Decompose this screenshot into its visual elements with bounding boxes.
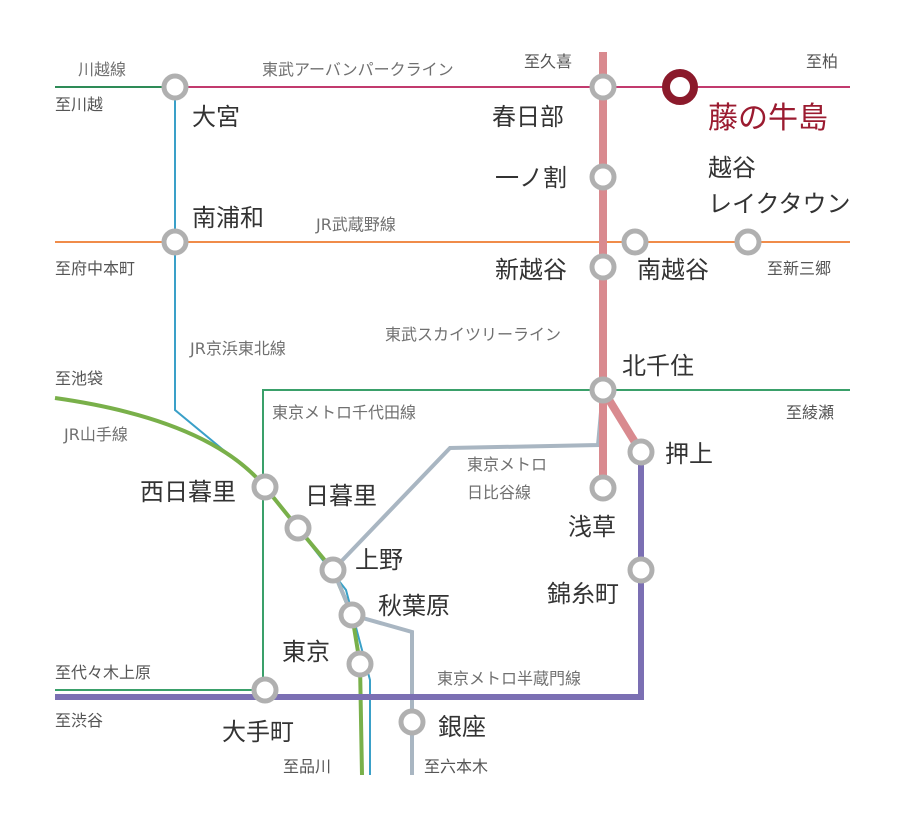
station-label-minamikoshigaya: 南越谷: [637, 256, 709, 284]
station-node-kinshicho: [627, 556, 655, 584]
station-label-koshigaya-1: 越谷: [708, 154, 756, 182]
station-label-otemachi: 大手町: [222, 718, 294, 746]
station-node-oshiage: [627, 438, 655, 466]
station-label-minamiurawa: 南浦和: [192, 204, 264, 232]
direction-ikebukuro: 至池袋: [55, 369, 103, 388]
direction-kawagoe: 至川越: [55, 95, 103, 114]
station-node-tokyo: [346, 650, 374, 678]
station-node-akihabara: [338, 601, 366, 629]
station-node-koshigaya-laketown: [734, 228, 762, 256]
station-label-nippori: 日暮里: [305, 482, 377, 510]
line-label-skytree: 東武スカイツリーライン: [385, 325, 561, 344]
station-node-shinkoshigaya: [589, 253, 617, 281]
hanzomon-line: [55, 455, 644, 700]
station-label-shinkoshigaya: 新越谷: [495, 256, 567, 284]
line-label-keihin-tohoku: JR京浜東北線: [189, 339, 286, 358]
station-label-kinshicho: 錦糸町: [547, 580, 619, 608]
station-label-omiya: 大宮: [192, 103, 240, 131]
station-label-kasukabe: 春日部: [492, 103, 564, 131]
station-label-oshiage: 押上: [665, 440, 713, 468]
station-label-kitasenju: 北千住: [622, 352, 694, 380]
station-label-fujinoushijima: 藤の牛島: [708, 101, 828, 136]
station-label-asakusa: 浅草: [568, 513, 616, 541]
line-label-hibiya-2: 日比谷線: [467, 483, 531, 502]
direction-fuchu: 至府中本町: [55, 259, 135, 278]
station-node-ginza: [398, 708, 426, 736]
direction-kuki: 至久喜: [524, 52, 572, 71]
station-label-koshigaya-2: レイクタウン: [708, 190, 851, 218]
station-node-asakusa: [589, 474, 617, 502]
station-node-kasukabe: [589, 73, 617, 101]
line-label-kawagoe: 川越線: [78, 60, 126, 79]
station-label-ueno: 上野: [355, 546, 403, 574]
station-node-nippori: [284, 514, 312, 542]
direction-ayase: 至綾瀬: [786, 403, 834, 422]
station-node-fujinoushijima: [662, 69, 698, 105]
line-label-chiyoda: 東京メトロ千代田線: [272, 403, 416, 422]
station-node-nishinippori: [251, 473, 279, 501]
direction-yoyogi: 至代々木上原: [55, 663, 151, 682]
direction-shibuya: 至渋谷: [55, 711, 103, 730]
station-label-akihabara: 秋葉原: [378, 592, 450, 620]
station-label-ginza: 銀座: [438, 713, 486, 741]
line-label-yamanote: JR山手線: [63, 425, 128, 444]
line-label-urban-park: 東武アーバンパークライン: [262, 60, 454, 79]
chiyoda-line: [55, 389, 850, 691]
station-node-ueno: [319, 556, 347, 584]
line-label-musashino: JR武蔵野線: [315, 215, 396, 234]
station-node-ichinowari: [589, 163, 617, 191]
direction-shinagawa: 至品川: [283, 757, 331, 776]
station-node-minamiurawa: [161, 228, 189, 256]
station-node-kitasenju: [589, 376, 617, 404]
station-label-ichinowari: 一ノ割: [495, 164, 567, 192]
station-label-nishinippori: 西日暮里: [140, 478, 236, 506]
line-label-hibiya-1: 東京メトロ: [467, 455, 547, 474]
station-node-minamikoshigaya: [621, 228, 649, 256]
station-node-otemachi: [251, 676, 279, 704]
line-label-hanzomon: 東京メトロ半蔵門線: [437, 669, 581, 688]
station-label-tokyo: 東京: [282, 638, 330, 666]
station-node-omiya: [161, 73, 189, 101]
direction-roppongi: 至六本木: [424, 757, 488, 776]
keihin-tohoku-line: [174, 87, 371, 775]
direction-kashiwa: 至柏: [806, 52, 838, 71]
direction-shinmisato: 至新三郷: [767, 259, 831, 278]
